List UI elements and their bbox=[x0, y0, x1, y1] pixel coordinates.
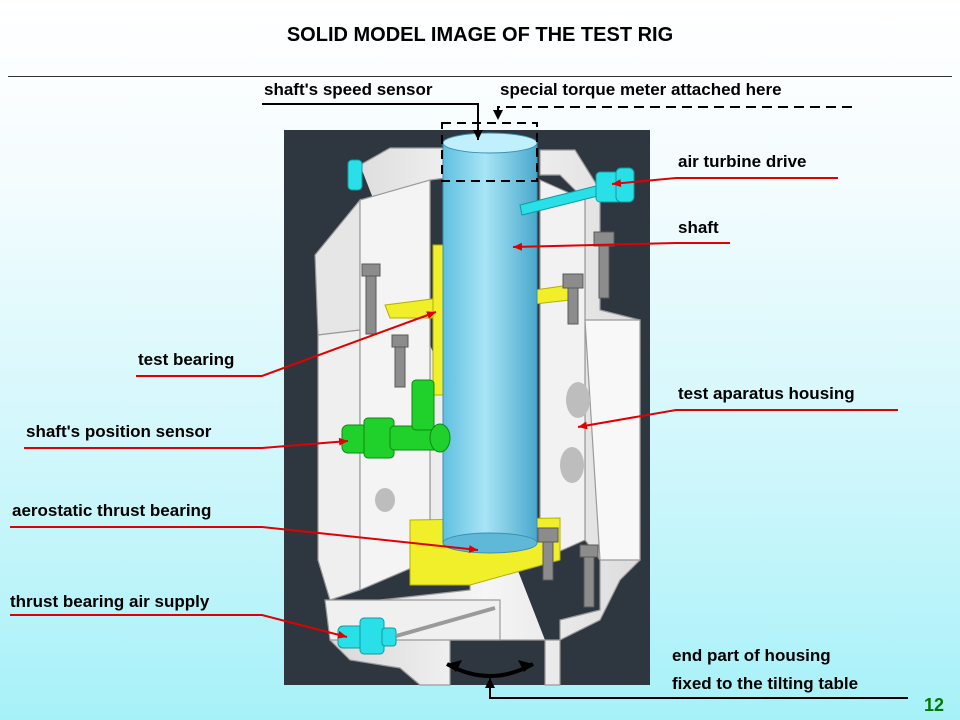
shaft-part bbox=[442, 132, 538, 554]
position-sensor-part bbox=[341, 379, 451, 459]
slide-title: SOLID MODEL IMAGE OF THE TEST RIG bbox=[286, 24, 674, 46]
air-turbine-fitting bbox=[519, 167, 635, 216]
label-torque-meter: special torque meter attached here bbox=[500, 80, 782, 99]
label-test-bearing: test bearing bbox=[138, 350, 235, 369]
label-thrust-bearing: aerostatic thrust bearing bbox=[12, 501, 212, 520]
label-end-part-line2: fixed to the tilting table bbox=[672, 674, 859, 693]
label-air-supply: thrust bearing air supply bbox=[10, 592, 210, 611]
bolts bbox=[361, 231, 615, 608]
housing-body bbox=[314, 147, 641, 686]
label-air-turbine: air turbine drive bbox=[678, 152, 807, 171]
label-speed-sensor: shaft's speed sensor bbox=[264, 80, 433, 99]
label-housing: test aparatus housing bbox=[678, 384, 855, 403]
air-supply-line bbox=[395, 606, 496, 638]
callout-lines bbox=[10, 103, 908, 699]
title-divider bbox=[8, 76, 952, 77]
speed-sensor-box bbox=[441, 122, 538, 182]
label-position-sensor: shaft's position sensor bbox=[26, 422, 212, 441]
label-end-part-line1: end part of housing bbox=[672, 646, 831, 665]
label-shaft: shaft bbox=[678, 218, 719, 237]
top-left-fitting bbox=[347, 159, 363, 191]
page-number: 12 bbox=[923, 695, 944, 715]
